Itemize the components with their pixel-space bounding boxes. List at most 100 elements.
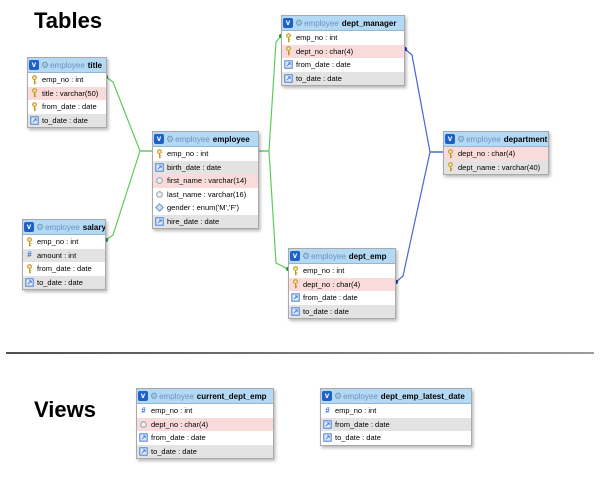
table-node-salary[interactable]: v ⚙ employee salary emp_no : int#amount … — [22, 219, 106, 290]
key-icon — [25, 236, 34, 247]
date-icon — [284, 73, 293, 83]
column-row-emp_no[interactable]: #emp_no : int — [137, 404, 273, 418]
column-row-from_date[interactable]: from_date : date — [289, 291, 395, 305]
column-row-to_date[interactable]: to_date : date — [28, 113, 106, 127]
table-node-department[interactable]: v ⚙ employee department dept_no : char(4… — [443, 131, 549, 175]
relationship-line-employee-dept_manager — [259, 35, 282, 152]
column-text: emp_no : int — [37, 237, 79, 247]
column-row-to_date[interactable]: to_date : date — [321, 431, 471, 445]
column-row-dept_no[interactable]: dept_no : char(4) — [444, 147, 548, 161]
table-header[interactable]: v ⚙ employee title — [28, 58, 106, 73]
column-text: hire_date : date — [167, 216, 220, 226]
column-row-gender[interactable]: gender : enum('M','F') — [153, 201, 258, 215]
nullable-icon — [155, 176, 164, 186]
column-text: last_name : varchar(16) — [167, 189, 247, 199]
column-row-emp_no[interactable]: emp_no : int — [153, 147, 258, 161]
key-icon — [30, 88, 39, 98]
relationship-line-dept_manager-department — [404, 48, 443, 153]
column-row-emp_no[interactable]: emp_no : int — [23, 235, 105, 249]
column-text: from_date : date — [37, 264, 92, 274]
column-text: to_date : date — [151, 446, 197, 456]
schema-name: employee — [159, 391, 194, 401]
date-icon — [139, 446, 148, 456]
key-icon — [446, 162, 455, 172]
column-row-emp_no[interactable]: #emp_no : int — [321, 404, 471, 418]
column-row-from_date[interactable]: from_date : date — [137, 431, 273, 445]
table-header[interactable]: v ⚙ employee current_dept_emp — [137, 389, 273, 404]
view-badge-icon: v — [24, 222, 34, 232]
column-text: first_name : varchar(14) — [167, 176, 247, 186]
column-row-to_date[interactable]: to_date : date — [282, 71, 404, 85]
date-icon — [284, 60, 293, 70]
column-text: birth_date : date — [167, 162, 222, 172]
view-badge-icon: v — [29, 60, 39, 70]
table-node-dept_emp_latest_date[interactable]: v ⚙ employee dept_emp_latest_date #emp_n… — [320, 388, 472, 446]
gear-icon: ⚙ — [150, 391, 159, 401]
column-text: gender : enum('M','F') — [167, 203, 240, 213]
key-icon — [30, 101, 39, 112]
gear-icon: ⚙ — [334, 391, 343, 401]
column-row-title[interactable]: title : varchar(50) — [28, 86, 106, 100]
column-row-to_date[interactable]: to_date : date — [289, 304, 395, 318]
relationship-line-salary-employee — [105, 150, 152, 241]
table-header[interactable]: v ⚙ employee dept_emp_latest_date — [321, 389, 471, 404]
column-text: emp_no : int — [303, 266, 345, 276]
schema-name: employee — [45, 222, 80, 232]
column-row-dept_no[interactable]: dept_no : char(4) — [137, 417, 273, 431]
key-icon — [284, 46, 293, 56]
schema-name: employee — [304, 18, 339, 28]
table-name: department — [503, 134, 548, 144]
view-badge-icon: v — [154, 134, 164, 144]
table-header[interactable]: v ⚙ employee dept_emp — [289, 249, 395, 264]
gear-icon: ⚙ — [457, 134, 466, 144]
date-icon — [323, 433, 332, 443]
column-row-from_date[interactable]: from_date : date — [23, 262, 105, 276]
numeric-icon: # — [27, 250, 32, 260]
column-text: to_date : date — [37, 277, 83, 287]
column-row-dept_name[interactable]: dept_name : varchar(40) — [444, 160, 548, 174]
gear-icon: ⚙ — [302, 251, 311, 261]
column-row-emp_no[interactable]: emp_no : int — [289, 264, 395, 278]
column-row-dept_no[interactable]: dept_no : char(4) — [282, 44, 404, 58]
column-row-hire_date[interactable]: hire_date : date — [153, 214, 258, 228]
column-row-emp_no[interactable]: emp_no : int — [282, 31, 404, 45]
table-header[interactable]: v ⚙ employee dept_manager — [282, 16, 404, 31]
schema-name: employee — [50, 60, 85, 70]
column-row-from_date[interactable]: from_date : date — [321, 417, 471, 431]
table-header[interactable]: v ⚙ employee department — [444, 132, 548, 147]
table-name: employee — [212, 134, 250, 144]
column-row-first_name[interactable]: first_name : varchar(14) — [153, 174, 258, 188]
column-row-amount[interactable]: #amount : int — [23, 248, 105, 262]
column-row-last_name[interactable]: last_name : varchar(16) — [153, 187, 258, 201]
table-name: dept_emp_latest_date — [380, 391, 465, 401]
column-row-birth_date[interactable]: birth_date : date — [153, 160, 258, 174]
column-row-to_date[interactable]: to_date : date — [23, 275, 105, 289]
column-text: emp_no : int — [335, 406, 377, 416]
table-header[interactable]: v ⚙ employee salary — [23, 220, 105, 235]
column-text: to_date : date — [335, 433, 381, 443]
schema-name: employee — [466, 134, 501, 144]
relationship-line-dept_emp-department — [395, 151, 443, 283]
table-node-current_dept_emp[interactable]: v ⚙ employee current_dept_emp #emp_no : … — [136, 388, 274, 459]
schema-name: employee — [343, 391, 378, 401]
column-text: from_date : date — [303, 293, 358, 303]
date-icon — [25, 277, 34, 287]
date-icon — [291, 306, 300, 316]
column-text: to_date : date — [303, 306, 349, 316]
table-name: dept_manager — [341, 18, 397, 28]
table-header[interactable]: v ⚙ employee employee — [153, 132, 258, 147]
column-row-from_date[interactable]: from_date : date — [28, 100, 106, 114]
numeric-icon: # — [141, 405, 146, 415]
column-row-emp_no[interactable]: emp_no : int — [28, 73, 106, 87]
column-text: from_date : date — [151, 433, 206, 443]
column-text: from_date : date — [42, 102, 97, 112]
relationship-line-employee-dept_emp — [259, 150, 289, 270]
enum-icon — [155, 203, 164, 213]
column-row-dept_no[interactable]: dept_no : char(4) — [289, 277, 395, 291]
column-row-to_date[interactable]: to_date : date — [137, 444, 273, 458]
column-row-from_date[interactable]: from_date : date — [282, 58, 404, 72]
